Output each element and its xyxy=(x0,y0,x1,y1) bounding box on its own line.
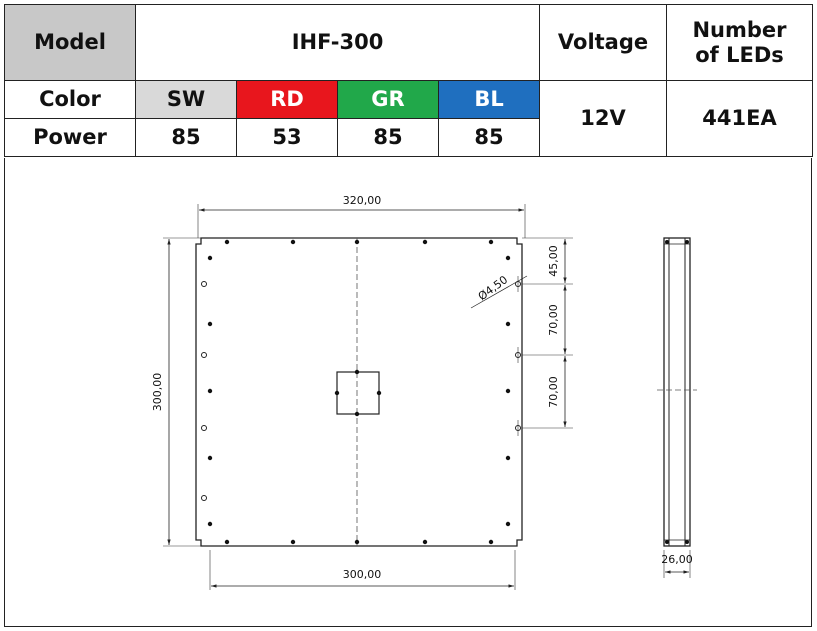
leds-label-line2: of LEDs xyxy=(695,42,784,67)
color-gr: GR xyxy=(337,80,439,119)
dim-height: 300,00 xyxy=(151,373,164,412)
model-value: IHF-300 xyxy=(134,4,541,81)
power-gr: 85 xyxy=(337,118,439,157)
technical-drawing: 320,00 300,00 300,00 Ø4,50 45,00 70,00 7… xyxy=(4,158,812,627)
center-box xyxy=(336,371,380,415)
voltage-label: Voltage xyxy=(539,4,668,81)
voltage-value: 12V xyxy=(539,80,668,157)
dim-right-3: 70,00 xyxy=(547,376,560,408)
dim-top-width: 320,00 xyxy=(343,194,382,207)
led-dots xyxy=(207,239,511,545)
color-sw: SW xyxy=(135,80,237,119)
dim-right-1: 45,00 xyxy=(547,245,560,277)
dim-bottom-width: 300,00 xyxy=(343,568,382,581)
power-sw: 85 xyxy=(135,118,237,157)
color-rd: RD xyxy=(236,80,338,119)
color-label: Color xyxy=(4,80,136,119)
power-bl: 85 xyxy=(437,118,541,157)
leds-value: 441EA xyxy=(666,80,814,157)
side-view xyxy=(657,237,697,578)
power-label: Power xyxy=(4,118,136,157)
color-bl: BL xyxy=(437,80,541,119)
drawing-svg: 320,00 300,00 300,00 Ø4,50 45,00 70,00 7… xyxy=(151,194,697,590)
leds-label-line1: Number xyxy=(692,18,787,43)
model-label: Model xyxy=(4,4,136,81)
dim-right-2: 70,00 xyxy=(547,304,560,336)
power-rd: 53 xyxy=(236,118,338,157)
panel-outline xyxy=(195,237,523,547)
dim-side-depth: 26,00 xyxy=(661,553,693,566)
